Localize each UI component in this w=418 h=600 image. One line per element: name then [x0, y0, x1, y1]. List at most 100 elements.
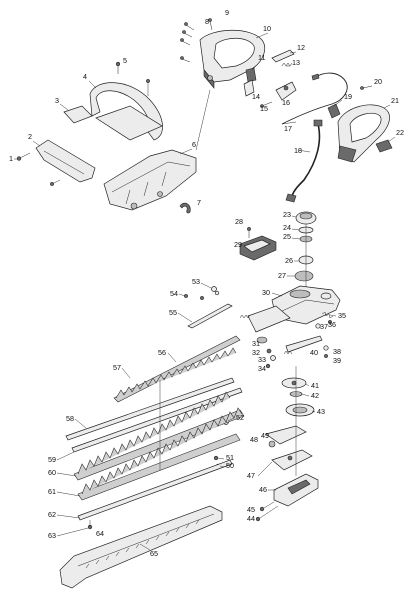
part-20-screw [360, 85, 373, 90]
part-5-screw [115, 61, 121, 74]
callout-55: 55 [169, 308, 177, 317]
part-34-screw [265, 363, 271, 369]
part-33-washer [270, 355, 276, 361]
handle-base [95, 105, 163, 141]
part-11-switch [245, 67, 257, 83]
callout-54: 54 [170, 289, 178, 298]
callout-2: 2 [28, 132, 32, 141]
callout-58: 58 [66, 414, 74, 423]
callout-43: 43 [317, 407, 325, 416]
callout-31: 31 [252, 339, 260, 348]
callout-48: 48 [250, 435, 258, 444]
part-2-hand-guard [35, 139, 96, 183]
callout-24: 24 [283, 223, 291, 232]
part-61-lower-blade [77, 433, 241, 501]
part-14-switch-lever [243, 79, 255, 97]
callout-23: 23 [283, 210, 291, 219]
leader-lines [14, 32, 396, 551]
callout-11: 11 [258, 53, 265, 62]
callout-5: 5 [123, 56, 127, 65]
part-27-gear [294, 270, 314, 282]
part-1-screw [16, 152, 31, 161]
part-40-rod [285, 335, 323, 353]
callout-65: 65 [150, 549, 158, 558]
callout-10: 10 [263, 24, 271, 33]
callout-36: 36 [328, 320, 336, 329]
callout-49: 49 [261, 431, 269, 440]
callout-9: 9 [225, 8, 229, 17]
callout-37: 37 [320, 322, 328, 331]
part-39-screw [324, 354, 328, 358]
callout-8: 8 [205, 17, 209, 26]
part-17-cord [281, 72, 348, 125]
callout-26: 26 [285, 256, 293, 265]
callout-47: 47 [247, 471, 255, 480]
callout-62: 62 [48, 510, 56, 519]
rear-handle-assembly [180, 18, 393, 203]
part-19-plug [327, 103, 341, 119]
part-62-bottom-plate [77, 459, 233, 521]
part-8-9-screws [180, 18, 213, 63]
callout-25: 25 [283, 232, 291, 241]
part-13-spring [281, 62, 293, 67]
callout-60: 60 [48, 468, 56, 477]
callout-50: 50 [226, 461, 234, 470]
callout-6: 6 [192, 140, 196, 149]
callout-56: 56 [158, 348, 166, 357]
callout-14: 14 [252, 92, 260, 101]
callout-41: 41 [311, 381, 319, 390]
part-53-washer [211, 286, 217, 292]
callout-27: 27 [278, 271, 286, 280]
part-59-plate [71, 387, 243, 453]
front-handle-assembly [16, 61, 197, 214]
callout-52: 52 [236, 413, 244, 422]
callout-61: 61 [48, 487, 56, 496]
callout-28: 28 [235, 217, 243, 226]
part-6-bracket [103, 149, 197, 211]
part-44-screw [255, 516, 261, 522]
part-58-bar [65, 377, 235, 441]
callout-33: 33 [258, 355, 266, 364]
callout-22: 22 [396, 128, 404, 137]
part-51-screw [213, 455, 219, 461]
part-22-cap [375, 139, 393, 153]
part-38-washer [323, 345, 329, 351]
part-37-washer [315, 323, 321, 329]
part-3-label [63, 105, 93, 124]
callout-13: 13 [292, 58, 300, 67]
part-7-clip [179, 202, 191, 214]
callout-30: 30 [262, 288, 270, 297]
part-31-bearing [256, 336, 268, 344]
callout-53: 53 [192, 277, 200, 286]
part-12-lever [271, 49, 295, 63]
callout-1: 1 [9, 154, 13, 163]
callout-59: 59 [48, 455, 56, 464]
part-16-cam [275, 81, 297, 101]
callout-46: 46 [259, 485, 267, 494]
callout-38: 38 [333, 347, 341, 356]
callout-18: 18 [294, 146, 302, 155]
callout-20: 20 [374, 77, 382, 86]
callout-39: 39 [333, 356, 341, 365]
callout-3: 3 [55, 96, 59, 105]
part-60-blade [73, 409, 245, 481]
part-18-cable [291, 123, 321, 197]
callout-35: 35 [338, 311, 346, 320]
part-35-spring [321, 311, 334, 319]
part-32-pin [266, 348, 272, 354]
callout-4: 4 [83, 72, 87, 81]
part-55-bar [187, 303, 233, 329]
part-57-blade-teeth [115, 347, 237, 399]
callout-44: 44 [247, 514, 255, 523]
callout-45: 45 [247, 505, 255, 514]
blade-assembly [59, 286, 245, 589]
callout-64: 64 [96, 529, 104, 538]
callout-15: 15 [260, 104, 268, 113]
part-45-screw [259, 506, 265, 512]
callout-34: 34 [258, 364, 266, 373]
callout-labels: 1 2 3 4 5 6 7 8 9 10 11 12 13 14 15 16 1… [9, 8, 404, 558]
callout-51: 51 [226, 453, 234, 462]
callout-21: 21 [391, 96, 399, 105]
